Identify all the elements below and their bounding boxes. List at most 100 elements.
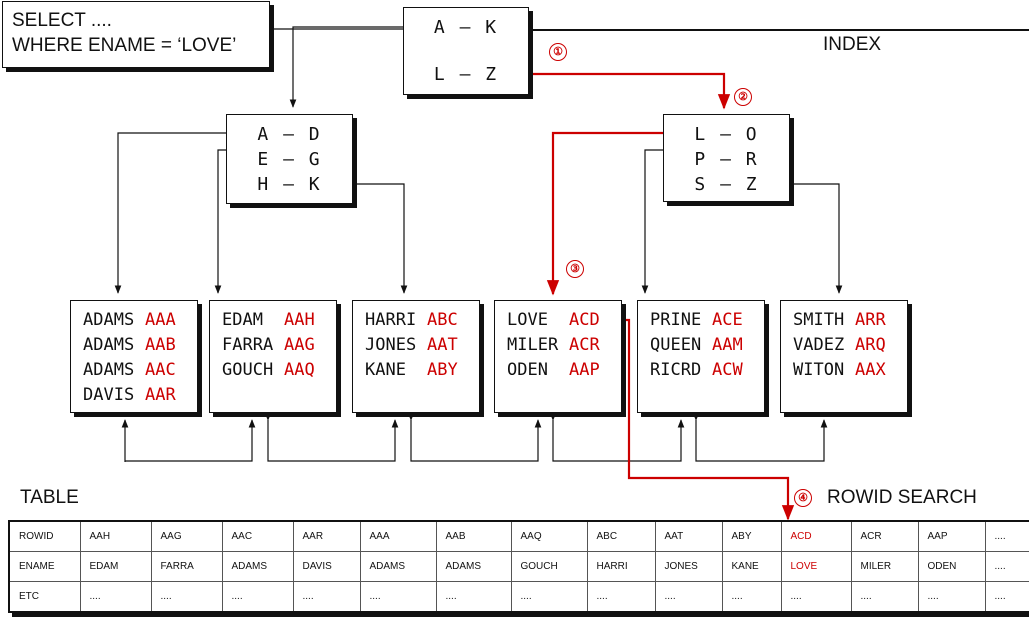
root-range-lz: L – Z	[433, 64, 499, 85]
edge-root-left	[289, 26, 425, 108]
branch-range-pr: P – R	[694, 149, 759, 170]
leaf-entry-name: MILER	[507, 335, 559, 355]
table-cell: ....	[984, 520, 1029, 552]
leaf-entry: GOUCH AAQ	[222, 358, 336, 383]
leaf-entry-rowid: ARQ	[855, 335, 886, 355]
table-cell: ....	[850, 581, 919, 613]
leaf-entry-name: LOVE	[507, 310, 548, 330]
table-cell: ADAMS	[221, 551, 294, 582]
edge-sz-leaf6	[766, 183, 843, 294]
table-label: TABLE	[20, 487, 79, 508]
step-4-marker: ④	[794, 489, 812, 507]
table-cell: JONES	[654, 551, 723, 582]
leaf-entry-name: ADAMS	[83, 310, 135, 330]
table-cell: ....	[917, 581, 986, 613]
table-cell: AAT	[654, 520, 723, 552]
branch-range-lo: L – O	[694, 124, 759, 145]
leaf-entry-rowid: ARR	[855, 310, 886, 330]
branch-range-hk: H – K	[257, 174, 322, 195]
table-cell: AAC	[221, 520, 294, 552]
table-cell: ....	[721, 581, 782, 613]
leaf-entry: WITON AAX	[793, 358, 907, 383]
table-cell: ....	[984, 551, 1029, 582]
table-cell: FARRA	[150, 551, 223, 582]
root-range-ak: A – K	[433, 17, 499, 38]
leaf-entry: DAVIS AAR	[83, 383, 197, 408]
table-cell: HARRI	[586, 551, 656, 582]
table-cell: ACD	[780, 520, 852, 552]
leaf-entry: QUEEN AAM	[650, 333, 764, 358]
sql-query-box: SELECT .... WHERE ENAME = ‘LOVE’	[2, 1, 270, 68]
leaf-entry-rowid: AAM	[712, 335, 743, 355]
leaf-entry-rowid: ABY	[427, 360, 458, 380]
table-cell: AAP	[917, 520, 986, 552]
leaf-entry-rowid: AAH	[284, 310, 315, 330]
table-cell: KANE	[721, 551, 782, 582]
leaf-entry-name: WITON	[793, 360, 845, 380]
leaf-entry-rowid: AAX	[855, 360, 886, 380]
index-root-node: A – K L – Z	[403, 7, 529, 95]
leaf-entry-rowid: AAG	[284, 335, 315, 355]
table-cell: AAQ	[510, 520, 588, 552]
leaf-entry-rowid: ACR	[569, 335, 600, 355]
leaf-entry-name: SMITH	[793, 310, 845, 330]
table-cell: ABY	[721, 520, 782, 552]
table-cell: ....	[780, 581, 852, 613]
leaf-entry-name: ADAMS	[83, 360, 135, 380]
leaf-entry-name: GOUCH	[222, 360, 274, 380]
leaf-entry-rowid: ACD	[569, 310, 600, 330]
leaf-entry-name: DAVIS	[83, 385, 135, 405]
leaf-entry-rowid: AAT	[427, 335, 458, 355]
step-1-marker: ①	[549, 43, 567, 61]
table-cell: ....	[435, 581, 512, 613]
index-branch-left: A – D E – G H – K	[226, 114, 353, 204]
leaf-entry: ADAMS AAA	[83, 308, 197, 333]
table-cell: ....	[150, 581, 223, 613]
table-cell: ....	[654, 581, 723, 613]
search-path-step1	[512, 72, 731, 110]
leaf-entry: VADEZ ARQ	[793, 333, 907, 358]
table-cell: ABC	[586, 520, 656, 552]
leaf-entry-rowid: AAP	[569, 360, 600, 380]
table-cell: ADAMS	[359, 551, 437, 582]
leaf-entry-rowid: AAR	[145, 385, 176, 405]
leaf-entry-rowid: ABC	[427, 310, 458, 330]
edge-ad-leaf1	[114, 132, 244, 294]
search-path-step3	[546, 131, 680, 296]
table-cell: AAB	[435, 520, 512, 552]
index-branch-right: L – O P – R S – Z	[663, 114, 790, 202]
leaf-entry-name: QUEEN	[650, 335, 702, 355]
leaf-entry-rowid: AAC	[145, 360, 176, 380]
table-cell: ....	[586, 581, 656, 613]
edge-hk-leaf3	[328, 183, 408, 294]
leaf-entry-name: ODEN	[507, 360, 548, 380]
branch-range-sz: S – Z	[694, 174, 759, 195]
leaf-entry-rowid: AAA	[145, 310, 176, 330]
index-label: INDEX	[823, 34, 882, 55]
table-row-header: ENAME	[8, 551, 81, 582]
branch-range-eg: E – G	[257, 149, 322, 170]
leaf-entry: MILER ACR	[507, 333, 621, 358]
leaf-entry-name: VADEZ	[793, 335, 845, 355]
leaf-entry-rowid: ACW	[712, 360, 743, 380]
step-3-marker: ③	[566, 260, 584, 278]
leaf-entry: ADAMS AAC	[83, 358, 197, 383]
leaf-entry-rowid: AAQ	[284, 360, 315, 380]
sql-line-select: SELECT ....	[12, 10, 112, 31]
index-leaf-node-4: LOVE ACD MILER ACR ODEN AAP	[494, 300, 622, 413]
leaf-entry: ODEN AAP	[507, 358, 621, 383]
table-cell: ....	[221, 581, 294, 613]
table-cell: AAA	[359, 520, 437, 552]
leaf-entry-rowid: ACE	[712, 310, 743, 330]
table-cell: AAH	[79, 520, 152, 552]
